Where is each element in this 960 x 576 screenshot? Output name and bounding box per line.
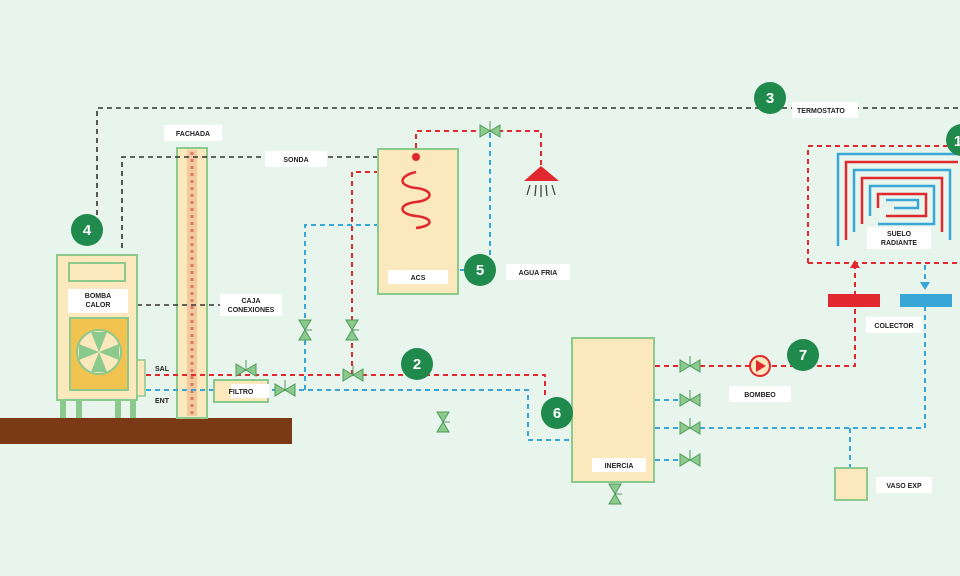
label-bombeo: BOMBEO <box>744 392 776 399</box>
marker-3-text: 3 <box>766 90 774 107</box>
label-filtro: FILTRO <box>229 389 254 396</box>
number-marker-3: 3 <box>754 82 786 114</box>
valve-icon <box>679 450 701 467</box>
label-inercia: INERCIA <box>605 463 634 470</box>
collector-return-line <box>655 305 926 429</box>
thermostat-wire <box>96 107 960 215</box>
marker-7-text: 7 <box>799 347 807 364</box>
acs-supply-line <box>351 171 380 375</box>
number-marker-2: 2 <box>401 348 433 380</box>
label-tags <box>68 102 932 493</box>
number-marker-6: 6 <box>541 397 573 429</box>
ground-slab <box>0 418 292 444</box>
label-bomba-calor-2: CALOR <box>86 302 111 309</box>
shower-icon <box>524 166 559 197</box>
label-suelo-radiante-1: SUELO <box>887 231 912 238</box>
label-bomba-calor-1: BOMBA <box>85 293 111 300</box>
number-marker-1: 1 <box>946 124 960 156</box>
label-caja-conexiones-1: CAJA <box>241 298 260 305</box>
heat-pump-supply-line <box>137 374 546 395</box>
underfloor-coil-icon <box>836 152 958 246</box>
valve-icon <box>235 360 257 377</box>
arrow-down-icon <box>920 282 930 290</box>
label-termostato: TERMOSTATO <box>797 108 845 115</box>
number-marker-7: 7 <box>787 339 819 371</box>
label-agua-fria: AGUA FRIA <box>519 270 558 277</box>
marker-5-text: 5 <box>476 262 484 279</box>
arrow-up-icon <box>850 260 860 268</box>
label-fachada: FACHADA <box>176 131 210 138</box>
valve-icon <box>298 319 312 341</box>
label-sonda: SONDA <box>283 157 308 164</box>
marker-4-text: 4 <box>83 222 92 239</box>
valve-icon <box>345 319 359 341</box>
valve-icon <box>679 418 701 435</box>
label-acs: ACS <box>411 275 426 282</box>
pump-icon <box>749 355 771 377</box>
collector-supply-bar <box>828 294 880 307</box>
collector-return-bar <box>900 294 952 307</box>
valves <box>235 121 701 505</box>
underfloor-loop-side <box>807 145 960 263</box>
acs-tank <box>377 148 459 295</box>
facade-wall <box>176 147 208 419</box>
valve-icon <box>679 390 701 407</box>
number-marker-4: 4 <box>71 214 103 246</box>
valve-icon <box>479 121 501 138</box>
cold-water-feed <box>460 131 491 271</box>
valve-icon <box>436 411 450 433</box>
heat-pump-unit <box>56 254 146 418</box>
label-colector: COLECTOR <box>874 323 913 330</box>
valve-icon <box>679 356 701 373</box>
label-vaso-exp: VASO EXP <box>886 483 922 490</box>
label-suelo-radiante-2: RADIANTE <box>881 240 917 247</box>
valve-icon <box>342 365 364 382</box>
pump-supply-line <box>655 263 856 367</box>
coil-icon <box>401 170 431 230</box>
probe-wire <box>121 156 415 248</box>
acs-return-line <box>304 224 380 390</box>
label-ent: ENT <box>155 398 170 405</box>
control-wiring <box>96 107 960 306</box>
valve-icon <box>274 380 296 397</box>
shower-supply-line <box>415 130 542 170</box>
heat-pump-return-line <box>137 389 575 441</box>
hot-water-lines <box>137 130 960 395</box>
marker-1-text: 1 <box>954 133 960 150</box>
marker-6-text: 6 <box>553 405 561 422</box>
number-marker-5: 5 <box>464 254 496 286</box>
probe-point-icon <box>412 153 420 161</box>
expansion-vessel <box>834 467 868 501</box>
valve-icon <box>608 483 622 505</box>
label-caja-conexiones-2: CONEXIONES <box>228 307 275 314</box>
label-sal: SAL <box>155 366 170 373</box>
marker-2-text: 2 <box>413 356 421 373</box>
